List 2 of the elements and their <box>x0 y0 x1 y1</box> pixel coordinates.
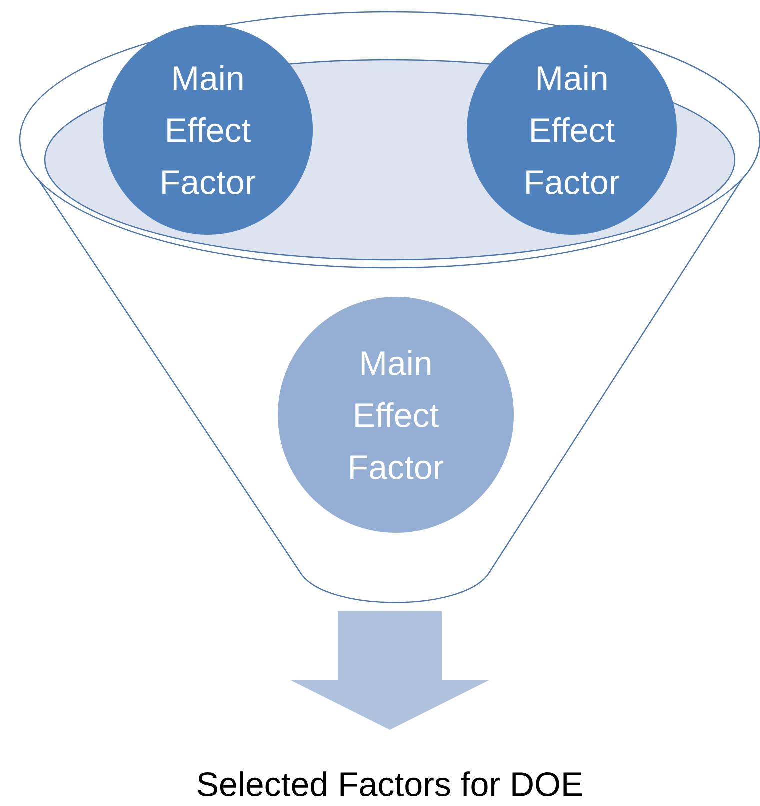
down-arrow <box>290 611 490 730</box>
result-text: Selected Factors for DOE <box>198 772 582 797</box>
